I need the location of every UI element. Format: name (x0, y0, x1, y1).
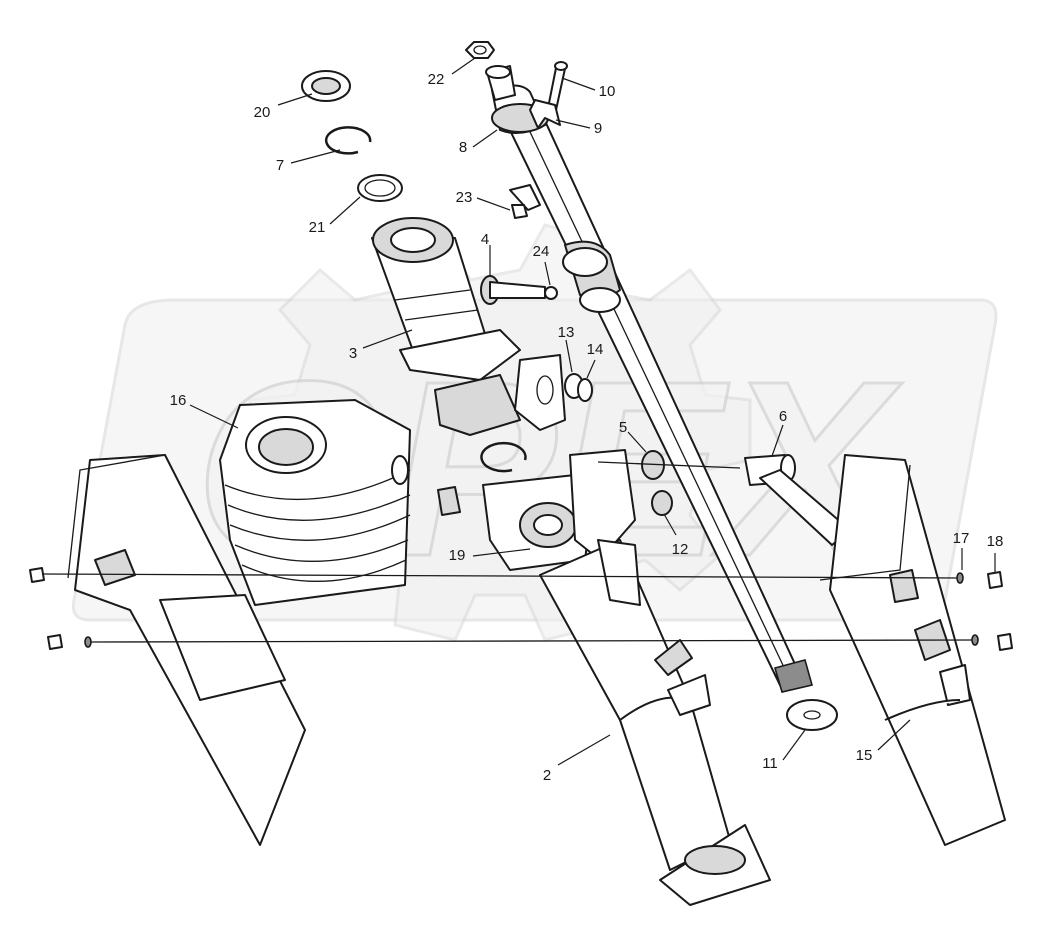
part-20-seal (301, 70, 351, 102)
callout-19: 19 (449, 547, 466, 564)
part-19-lower-bracket (482, 449, 636, 571)
callout-23: 23 (456, 189, 473, 206)
callout-24: 24 (533, 243, 550, 260)
leader-lines (189, 57, 996, 766)
yoke-bracket (514, 354, 566, 431)
callout-8: 8 (459, 139, 467, 156)
part-15-right-cover (819, 454, 1006, 846)
part-22-nut (465, 41, 495, 59)
part-7-snap-ring (325, 126, 372, 155)
part-10-bolt (547, 61, 568, 111)
part-12-bushing (437, 486, 673, 516)
part-21-ring (357, 174, 403, 202)
callout-17: 17 (953, 530, 970, 547)
part-5-bushing (597, 450, 741, 480)
lower-circlip (480, 441, 527, 473)
callout-15: 15 (856, 747, 873, 764)
callout-5: 5 (619, 419, 627, 436)
part-16-boot (219, 399, 411, 606)
callout-12: 12 (672, 541, 689, 558)
callout-21: 21 (309, 219, 326, 236)
part-2-column-tube (539, 539, 771, 906)
callout-13: 13 (558, 324, 575, 341)
part-6-lever (744, 454, 851, 546)
callout-11: 11 (762, 755, 778, 772)
part-3-column-housing (371, 217, 521, 436)
callout-10: 10 (599, 83, 616, 100)
callout-16: 16 (170, 392, 187, 409)
part-9-clip (529, 99, 561, 129)
callout-22: 22 (428, 71, 445, 88)
callout-labels: 22 10 20 9 8 7 23 21 4 24 3 13 14 16 6 5… (170, 71, 1004, 784)
fasteners (29, 567, 1013, 651)
callout-20: 20 (254, 104, 271, 121)
part-11-washer (786, 699, 838, 731)
part-24-o-ring (544, 286, 558, 300)
callout-18: 18 (987, 533, 1004, 550)
part-4-pin (480, 275, 546, 305)
callout-4: 4 (481, 231, 489, 248)
callout-7: 7 (276, 157, 284, 174)
callout-9: 9 (594, 120, 602, 137)
part-13-14-washers (564, 373, 593, 402)
callout-2: 2 (543, 767, 551, 784)
callout-14: 14 (587, 341, 604, 358)
part-23-bracket (509, 184, 541, 219)
callout-3: 3 (349, 345, 357, 362)
left-cover-panel (67, 454, 306, 846)
callout-6: 6 (779, 408, 787, 425)
